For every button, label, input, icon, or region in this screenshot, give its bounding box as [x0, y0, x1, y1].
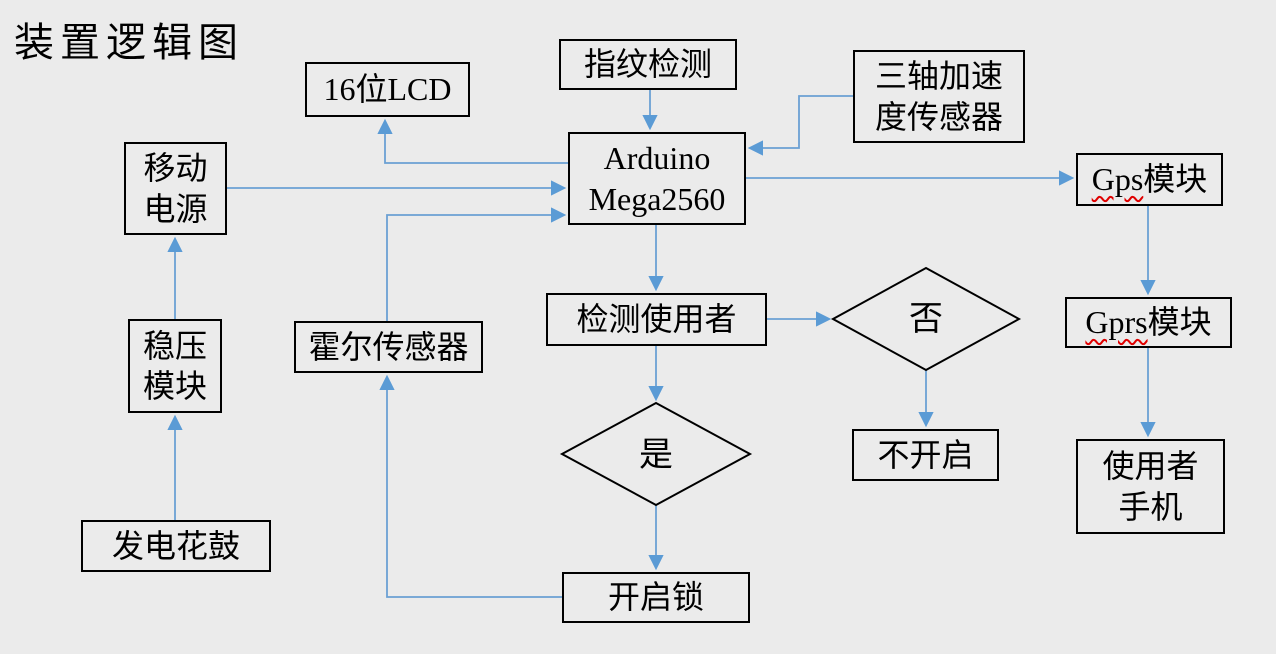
node-mobile-power: 移动 电源 [124, 142, 227, 235]
node-lcd: 16位LCD [305, 62, 470, 117]
gprs-label-en: Gprs [1085, 304, 1148, 341]
edge-arduino-lcd [377, 118, 568, 164]
node-arduino: Arduino Mega2560 [568, 132, 746, 225]
gps-label-zh: 模块 [1143, 161, 1208, 198]
node-gprs: Gprs模块 [1065, 297, 1232, 348]
gps-label-en: Gps [1091, 161, 1144, 198]
edge-hall-sensor-arduino [386, 207, 567, 321]
node-voltage-regulator: 稳压 模块 [128, 319, 222, 413]
node-not-open: 不开启 [852, 429, 999, 481]
gprs-label-zh: 模块 [1147, 304, 1212, 341]
decision-yes-label: 是 [639, 437, 673, 474]
decision-yes-diamond [559, 401, 753, 507]
gps-label: Gps模块 [1092, 159, 1208, 199]
decision-no-label: 否 [909, 301, 943, 338]
node-detect-user: 检测使用者 [546, 293, 767, 346]
node-generator-hub: 发电花鼓 [81, 520, 271, 572]
decision-no-diamond [830, 266, 1022, 372]
node-open-lock: 开启锁 [562, 572, 750, 623]
node-hall-sensor: 霍尔传感器 [294, 321, 483, 373]
node-fingerprint: 指纹检测 [559, 39, 737, 90]
node-gps: Gps模块 [1076, 153, 1223, 206]
node-accelerometer: 三轴加速 度传感器 [853, 50, 1025, 143]
page-title: 装置逻辑图 [14, 20, 244, 65]
node-user-phone: 使用者 手机 [1076, 439, 1225, 534]
edge-accelerometer-arduino [747, 95, 853, 156]
edge-open-lock-hall-sensor [379, 374, 562, 598]
gprs-label: Gprs模块 [1085, 302, 1211, 342]
